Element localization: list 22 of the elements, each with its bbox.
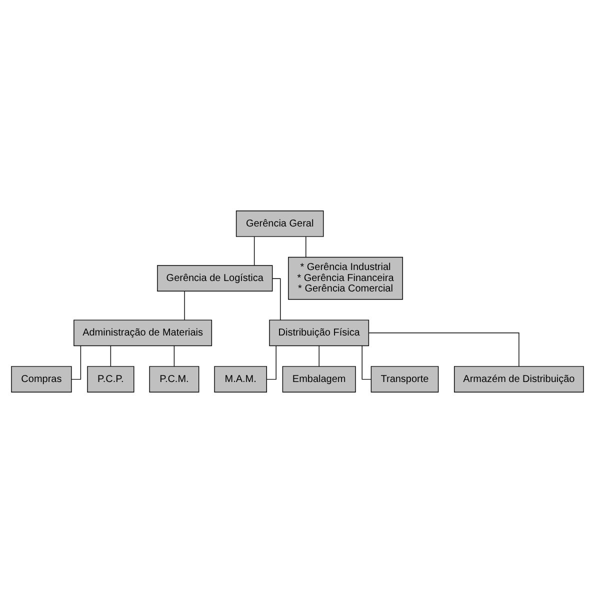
connector bbox=[266, 345, 276, 380]
node-box: Compras bbox=[11, 366, 72, 392]
node-box: Gerência de Logística bbox=[157, 265, 273, 292]
node-box: Administração de Materiais bbox=[74, 320, 212, 346]
node-box: P.C.P. bbox=[87, 366, 134, 392]
connector bbox=[110, 345, 112, 367]
node-box: Distribuição Física bbox=[269, 320, 370, 346]
connector bbox=[254, 236, 255, 266]
connector bbox=[174, 345, 175, 367]
node-box: Embalagem bbox=[282, 366, 356, 392]
node-box: Armazém de Distribuição bbox=[454, 366, 584, 392]
connector bbox=[318, 345, 320, 367]
connector bbox=[368, 332, 520, 367]
connector bbox=[362, 345, 372, 380]
node-box: Transporte bbox=[370, 366, 439, 392]
connector bbox=[71, 345, 82, 380]
node-box: P.C.M. bbox=[149, 366, 200, 392]
connector bbox=[272, 278, 281, 320]
node-box: Gerência Geral bbox=[236, 210, 324, 237]
connector bbox=[184, 290, 185, 320]
node-box: * Gerência Industrial * Gerência Financeira * Gerência Comercial bbox=[288, 256, 403, 300]
node-box: M.A.M. bbox=[214, 366, 267, 392]
